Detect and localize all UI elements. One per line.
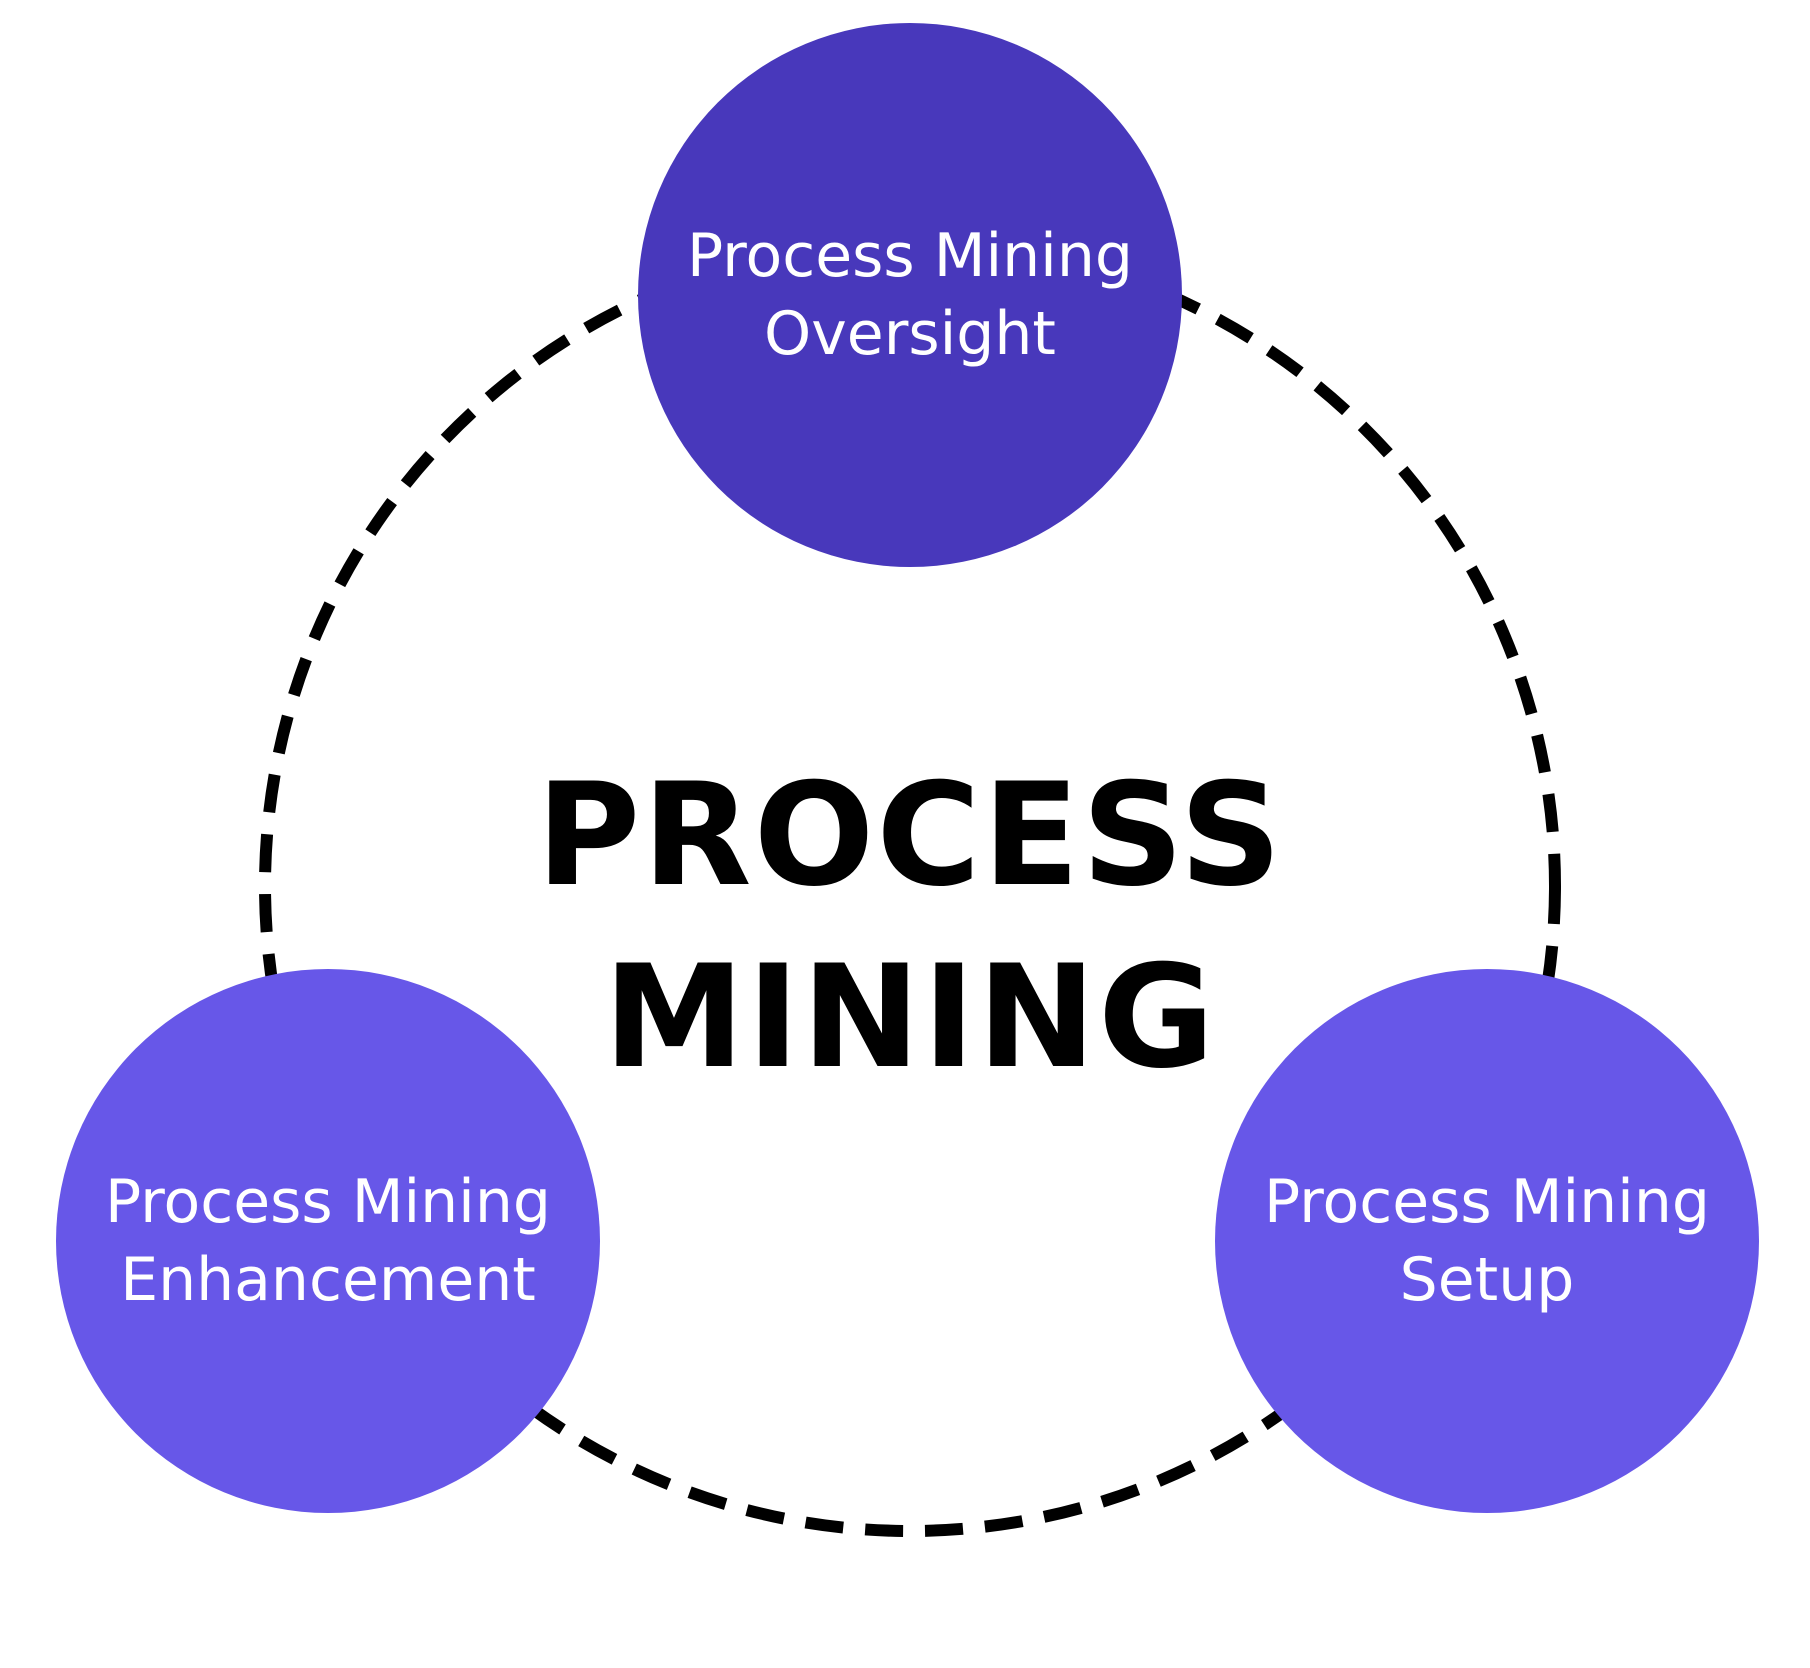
center-title-line-2: MINING bbox=[603, 935, 1217, 1100]
node-enhancement-line-2: Enhancement bbox=[120, 1245, 536, 1315]
node-enhancement-line-1: Process Mining bbox=[105, 1167, 551, 1237]
node-oversight-line-1: Process Mining bbox=[687, 221, 1133, 291]
node-oversight: Process Mining Oversight bbox=[638, 23, 1182, 567]
center-title: PROCESS MINING bbox=[455, 745, 1365, 1109]
node-oversight-line-2: Oversight bbox=[764, 299, 1056, 369]
dashed-ring-path bbox=[259, 235, 1561, 1537]
node-setup-line-2: Setup bbox=[1399, 1245, 1575, 1315]
node-setup-line-1: Process Mining bbox=[1264, 1167, 1710, 1237]
node-enhancement: Process Mining Enhancement bbox=[56, 969, 600, 1513]
center-title-line-1: PROCESS bbox=[536, 753, 1284, 918]
node-setup: Process Mining Setup bbox=[1215, 969, 1759, 1513]
